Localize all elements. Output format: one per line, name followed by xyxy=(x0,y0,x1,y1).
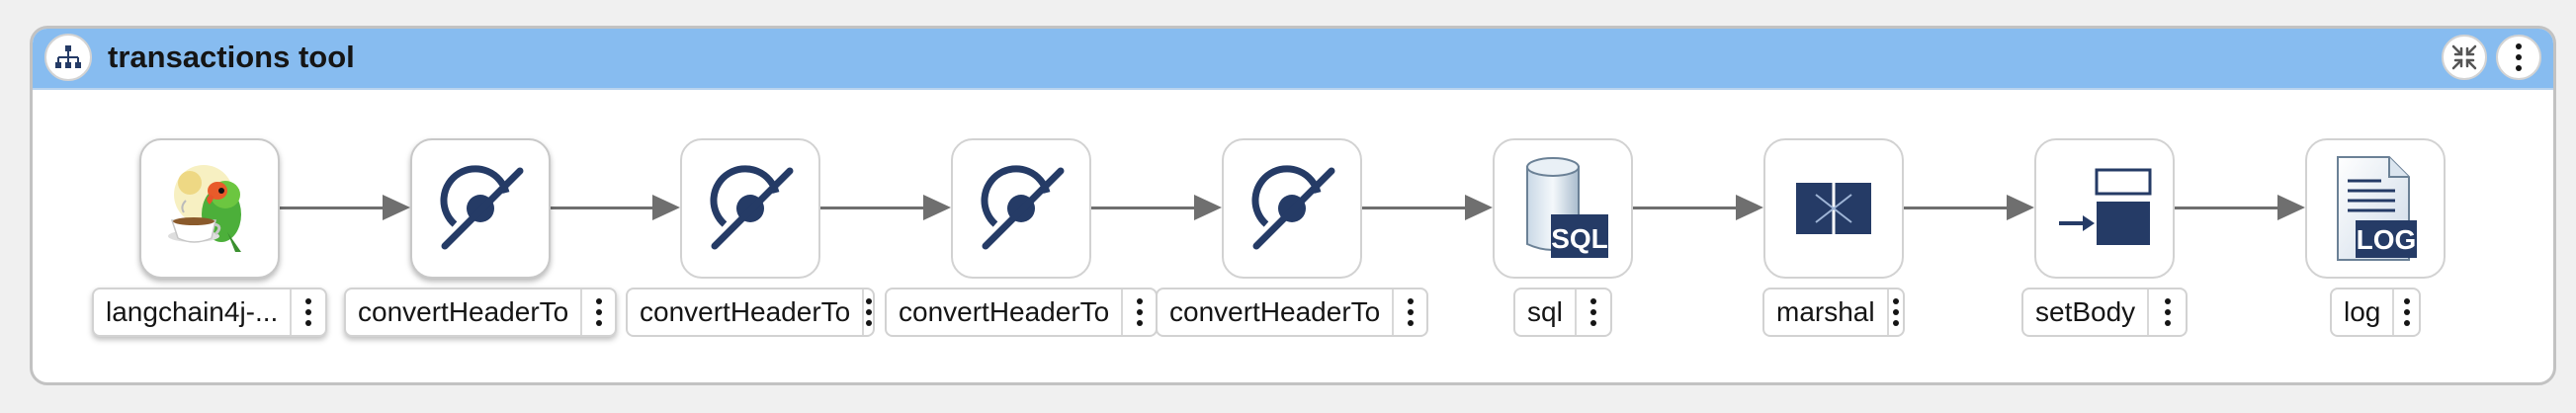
step-node-9[interactable]: LOG xyxy=(2305,138,2446,279)
kebab-menu-icon xyxy=(1136,298,1143,326)
convert-header-disabled-icon xyxy=(1243,159,1341,258)
kebab-menu-icon xyxy=(305,298,312,326)
flow-arrowhead xyxy=(923,195,951,220)
step-label-text: convertHeaderTo xyxy=(1169,296,1381,327)
step-menu-button[interactable] xyxy=(1121,289,1156,335)
sql-database-icon: SQL xyxy=(1513,153,1612,264)
step-label-text: convertHeaderTo xyxy=(899,296,1110,327)
step-label-text: convertHeaderTo xyxy=(358,296,569,327)
kebab-menu-icon xyxy=(2164,298,2171,326)
flow-edge xyxy=(1091,206,1196,209)
step-label-text: sql xyxy=(1527,296,1563,327)
convert-header-disabled-icon xyxy=(972,159,1071,258)
step-label-6[interactable]: sql xyxy=(1513,288,1612,337)
flow-arrowhead xyxy=(2277,195,2305,220)
step-label-3[interactable]: convertHeaderTo xyxy=(626,288,875,337)
svg-text:SQL: SQL xyxy=(1551,223,1608,254)
convert-header-disabled-icon xyxy=(431,159,530,258)
kebab-menu-icon xyxy=(2516,43,2522,71)
step-label-text: setBody xyxy=(2035,296,2136,327)
route-menu-button[interactable] xyxy=(2496,35,2541,80)
step-label-4[interactable]: convertHeaderTo xyxy=(885,288,1158,337)
flow-edge xyxy=(1904,206,2009,209)
kebab-menu-icon xyxy=(1892,298,1899,326)
step-menu-button[interactable] xyxy=(2392,289,2419,335)
step-node-7[interactable] xyxy=(1763,138,1904,279)
kebab-menu-icon xyxy=(2403,298,2410,326)
marshal-icon xyxy=(1794,179,1873,238)
flow-arrowhead xyxy=(1465,195,1493,220)
step-label-1[interactable]: langchain4j-... xyxy=(92,288,327,337)
step-menu-button[interactable] xyxy=(862,289,873,335)
flow-arrowhead xyxy=(652,195,680,220)
collapse-button[interactable] xyxy=(2442,35,2487,80)
flow-arrowhead xyxy=(1194,195,1222,220)
route-icon xyxy=(44,34,92,81)
step-node-8[interactable] xyxy=(2034,138,2175,279)
kebab-menu-icon xyxy=(1407,298,1414,326)
kebab-menu-icon xyxy=(595,298,602,326)
log-document-icon: LOG xyxy=(2326,153,2425,264)
step-label-text: log xyxy=(2344,296,2381,327)
step-node-3[interactable] xyxy=(680,138,820,279)
flow-edge xyxy=(1362,206,1467,209)
route-title: transactions tool xyxy=(108,40,355,74)
step-menu-button[interactable] xyxy=(2147,289,2186,335)
step-menu-button[interactable] xyxy=(580,289,615,335)
step-node-4[interactable] xyxy=(951,138,1091,279)
flow-arrowhead xyxy=(1736,195,1763,220)
flow-edge xyxy=(2175,206,2279,209)
route-header: transactions tool xyxy=(33,29,2553,90)
step-label-5[interactable]: convertHeaderTo xyxy=(1156,288,1428,337)
kebab-menu-icon xyxy=(1589,298,1596,326)
step-menu-button[interactable] xyxy=(1886,289,1903,335)
kebab-menu-icon xyxy=(865,298,872,326)
step-label-2[interactable]: convertHeaderTo xyxy=(344,288,617,337)
flow-arrowhead xyxy=(2007,195,2034,220)
step-label-text: convertHeaderTo xyxy=(640,296,851,327)
svg-text:LOG: LOG xyxy=(2357,224,2417,255)
step-label-text: marshal xyxy=(1776,296,1875,327)
step-node-5[interactable] xyxy=(1222,138,1362,279)
step-node-1[interactable] xyxy=(139,138,280,279)
step-label-text: langchain4j-... xyxy=(106,296,279,327)
flow-edge xyxy=(1633,206,1738,209)
step-label-9[interactable]: log xyxy=(2330,288,2421,337)
step-node-2[interactable] xyxy=(410,138,551,279)
step-menu-button[interactable] xyxy=(290,289,325,335)
route-container: transactions tool xyxy=(30,26,2556,385)
step-label-7[interactable]: marshal xyxy=(1762,288,1905,337)
collapse-icon xyxy=(2451,44,2477,70)
set-body-icon xyxy=(2055,164,2154,253)
step-menu-button[interactable] xyxy=(1574,289,1610,335)
step-label-8[interactable]: setBody xyxy=(2021,288,2188,337)
flow-edge xyxy=(820,206,925,209)
flow-edge xyxy=(280,206,385,209)
step-node-6[interactable]: SQL xyxy=(1493,138,1633,279)
flow-arrowhead xyxy=(383,195,410,220)
convert-header-disabled-icon xyxy=(701,159,800,258)
langchain4j-parrot-icon xyxy=(156,155,263,262)
flow-edge xyxy=(551,206,654,209)
step-menu-button[interactable] xyxy=(1392,289,1426,335)
